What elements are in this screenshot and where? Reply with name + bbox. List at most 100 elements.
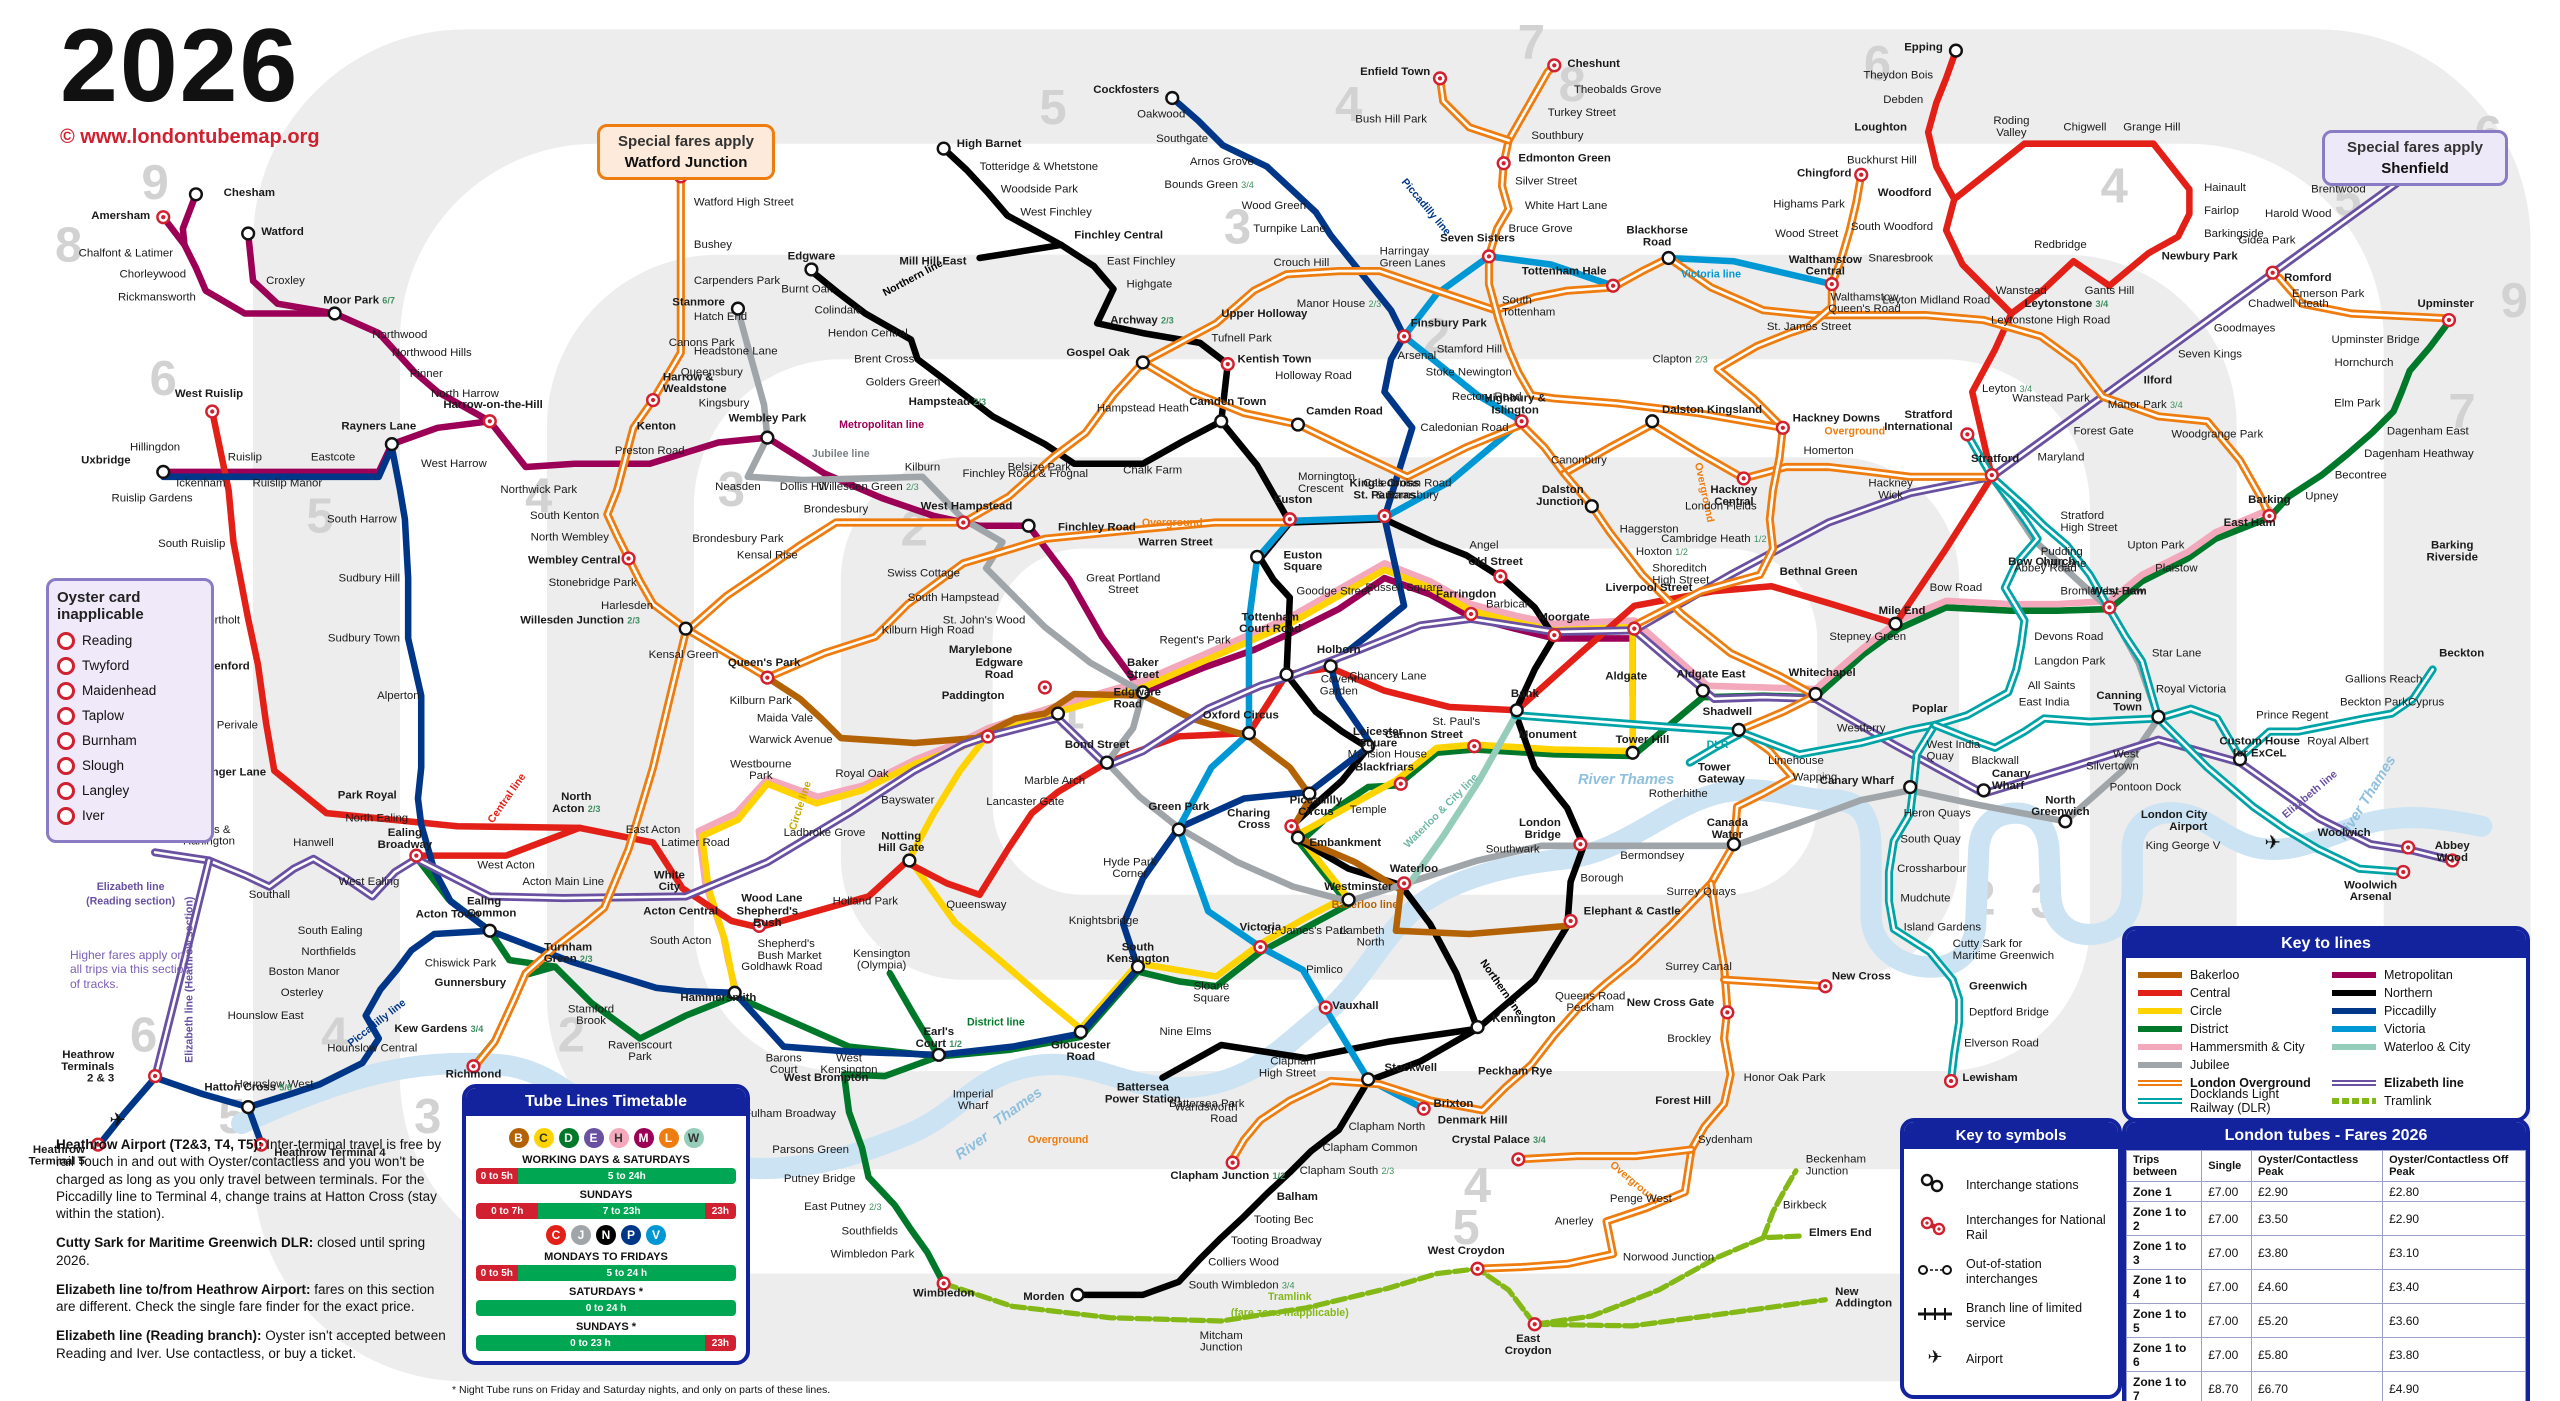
line-badge: V [646, 1225, 666, 1245]
station-label: Ickenham [176, 478, 225, 490]
station-label: Tufnell Park [1211, 332, 1272, 344]
service-hours-segment: 5 to 24h [517, 1168, 736, 1184]
line-color-swatch [2332, 1080, 2376, 1086]
station-label: Rayners Lane [341, 420, 416, 432]
station-label: South Woodford [1851, 221, 1933, 233]
station-label: Bow Church [2008, 556, 2075, 568]
station-label: All Saints [2028, 680, 2076, 692]
station-label: Deptford Bridge [1969, 1007, 2049, 1019]
fare-zone-cell: Zone 1 to 5 [2126, 1303, 2203, 1339]
national-rail-dot [1989, 473, 1994, 478]
symbol-label: Out-of-station interchanges [1966, 1257, 2042, 1286]
oyster-station-label: Iver [82, 808, 105, 823]
line-badge: W [683, 1128, 704, 1148]
fare-price-cell: £6.70 [2250, 1371, 2384, 1401]
station-label: Heron Quays [1904, 807, 1971, 819]
station-label: Kilburn High Road [882, 625, 975, 637]
special-fares-watford-box: Special fares apply Watford Junction [597, 124, 775, 180]
oyster-station-label: Taplow [82, 708, 125, 723]
station-label: Forest Hill [1655, 1095, 1711, 1107]
station-label: Colliers Wood [1208, 1256, 1279, 1268]
station-label: Elephant & Castle [1584, 905, 1681, 917]
line-badge: E [583, 1128, 604, 1148]
service-hours-segment: 0 to 5h [476, 1265, 518, 1281]
service-hours-segment: 0 to 5h [476, 1168, 518, 1184]
fare-price-cell: £4.90 [2382, 1371, 2526, 1401]
station-label: Battersea Park [1169, 1098, 1245, 1110]
website-link[interactable]: © www.londontubemap.org [60, 126, 320, 148]
station-label: Prince Regent [2256, 709, 2329, 721]
symbol-label: Interchange stations [1966, 1177, 2079, 1192]
station-label: Kensington(Olympia) [853, 948, 910, 972]
station-label: Euston [1274, 494, 1313, 506]
line-dlr-core [1966, 433, 2434, 759]
line-name-label: DLR [1707, 739, 1729, 751]
station-label: West Ham [2092, 585, 2147, 597]
timetable-day-label: MONDAYS TO FRIDAYS [544, 1251, 668, 1263]
line-northern [1257, 519, 1481, 1032]
fare-zone-cell: Zone 1 to 4 [2126, 1269, 2203, 1305]
fare-price-cell: £3.10 [2382, 1235, 2526, 1271]
station-label: Vauxhall [1332, 1000, 1378, 1012]
national-rail-dot [1382, 513, 1387, 519]
station-label: Silver Street [1515, 176, 1578, 188]
fare-price-cell: £5.80 [2250, 1337, 2384, 1373]
station-label: Kensal Green [649, 649, 719, 661]
national-rail-dot [1472, 744, 1477, 749]
line-badge: D [558, 1128, 579, 1148]
national-rail-icon [1912, 1214, 1958, 1242]
fare-price-cell: £7.00 [2201, 1269, 2252, 1305]
fares-title: London tubes - Fares 2026 [2126, 1122, 2526, 1150]
station-label: Finchley Central [1074, 229, 1163, 241]
note-paragraph: Heathrow Airport (T2&3, T4, T5): Inter-t… [56, 1137, 442, 1222]
line-name-label: Overground [1028, 1134, 1089, 1146]
fares-column-header: Oyster/Contactless Peak [2250, 1149, 2384, 1183]
note-paragraph: Elizabeth line (Reading branch): Oyster … [56, 1328, 446, 1361]
station-label: Bush Hill Park [1355, 113, 1427, 125]
fares-column-header: Single [2201, 1149, 2252, 1183]
station-label: Southgate [1156, 133, 1208, 145]
line-name-label: Overground [1824, 425, 1885, 437]
national-rail-dot [1398, 781, 1403, 786]
station-label: Greenwich [1969, 981, 2027, 993]
station-label: Queensway [946, 899, 1007, 911]
zone-number: 4 [525, 470, 552, 524]
line-victoria [1175, 253, 1836, 1112]
station-label: Tottenham Hale [1522, 265, 1607, 277]
station-label: Bruce Grove [1509, 223, 1573, 235]
line-name-label: District line [967, 1016, 1025, 1028]
line-badge: N [596, 1225, 616, 1245]
line-badge: H [608, 1128, 629, 1148]
line-color-swatch [2332, 972, 2376, 978]
station-label: Snaresbrook [1868, 252, 1933, 264]
timetable-footnote: * Night Tube runs on Friday and Saturday… [452, 1384, 831, 1396]
interchange-icon [1888, 616, 1903, 631]
line-metropolitan [244, 230, 338, 317]
national-rail-dot [650, 397, 656, 403]
legend-line-item: London Overground [2138, 1074, 2320, 1092]
line-northern [976, 241, 1065, 262]
station-label: Fulham Broadway [744, 1108, 836, 1120]
station-label: Upney [2305, 491, 2338, 503]
interchange-icon [1341, 892, 1356, 907]
station-label: Wanstead [1996, 285, 2047, 297]
station-label: Dagenham East [2387, 425, 2470, 437]
line-tramlink [1532, 1297, 1828, 1329]
station-label: Wanstead Park [2012, 393, 2090, 405]
legend-line-item: Elizabeth line [2332, 1074, 2514, 1092]
line-overground-core [1476, 882, 1732, 1271]
national-rail-dot [1948, 1078, 1954, 1084]
station-label: Warren Street [1138, 536, 1213, 548]
line-circle [906, 566, 1636, 1032]
station-label: Limehouse [1768, 755, 1824, 767]
zone-number: 5 [1453, 1201, 1480, 1255]
station-label: Monument [1519, 729, 1577, 741]
fare-price-cell: £3.50 [2250, 1201, 2384, 1237]
